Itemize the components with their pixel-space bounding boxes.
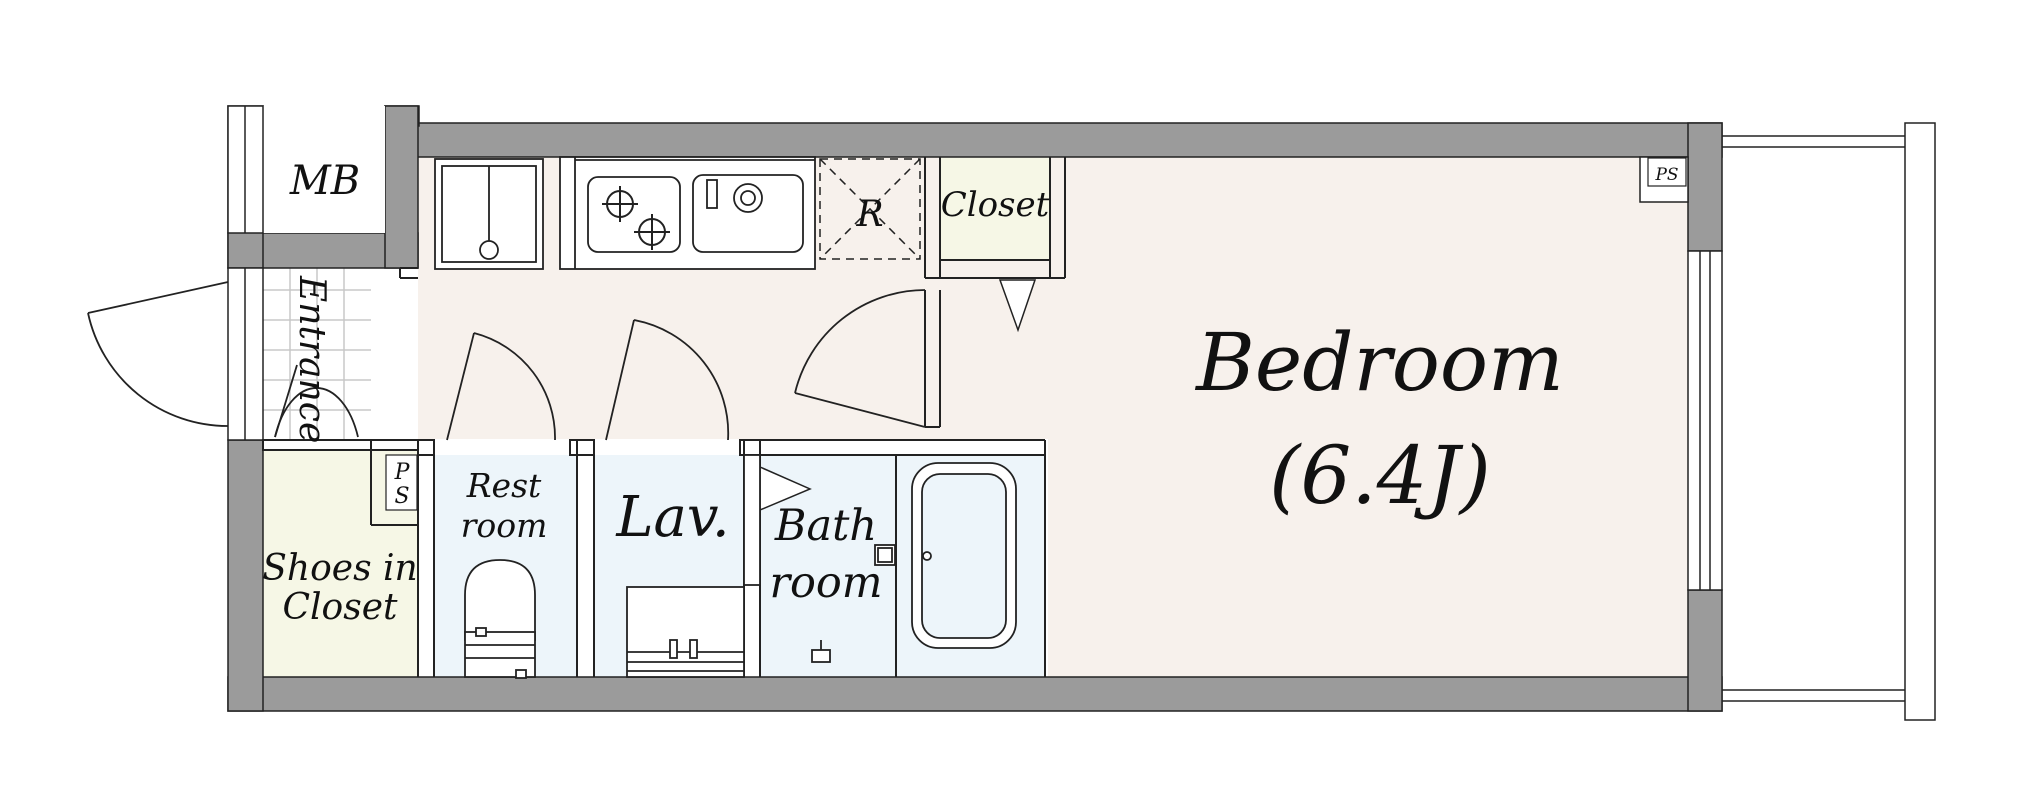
balcony [1722,122,1936,721]
ps-hall-label-s: S [394,484,409,509]
shoes-closet-door [274,364,359,438]
vanity [626,454,761,678]
bedroom-label: Bedroom [1194,316,1564,409]
wall-top [384,122,1723,158]
rest-room-label-2: room [461,506,548,545]
wall-left-lower [227,439,264,712]
kitchen-counter [434,156,816,270]
bedroom-floor [1048,157,1688,677]
labels: MB Entrance R Closet PS P S Rest room La… [262,158,1678,628]
rest-room-door [446,332,556,441]
doors [87,281,926,441]
toilet [464,559,536,679]
wall-bottom [227,676,1723,712]
entrance-door [87,281,229,427]
entrance-frame [227,267,264,441]
drain-icon [479,240,499,260]
ps-bedroom-label: PS [1654,165,1678,185]
mb-label: MB [289,158,360,204]
bathtub [811,462,1017,663]
walls [227,105,1723,712]
lav-label: Lav. [615,485,729,550]
stove [587,176,681,253]
sink [692,174,804,253]
closet-floor [940,157,1050,260]
burner-icon [602,186,670,250]
closet-opening-marker [998,279,1037,333]
closet-label: Closet [941,185,1050,225]
rest-room-label-1: Rest [466,466,542,505]
shoes-closet-label-1: Shoes in [262,548,417,589]
bedroom-window [1687,250,1723,591]
ps-hall-label-p: P [394,460,411,485]
wall-right-upper [1687,122,1723,252]
partitions [262,157,1066,677]
mb-space [263,106,385,233]
bath-room-label-1: Bath [774,501,877,551]
shoes-closet-label-2: Closet [283,587,399,628]
bath-room-label-2: room [769,558,882,608]
lav-door [605,319,730,441]
refrigerator-label: R [855,194,883,235]
entrance-label: Entrance [291,275,332,443]
ps-hall-box [385,454,418,511]
entrance-tiles [263,268,371,440]
bedroom-size-label: (6.4J) [1269,429,1491,522]
refrigerator-space [819,158,921,260]
wall-mb-right [384,105,419,269]
bedroom-door [794,289,926,428]
wall-right-lower [1687,589,1723,712]
